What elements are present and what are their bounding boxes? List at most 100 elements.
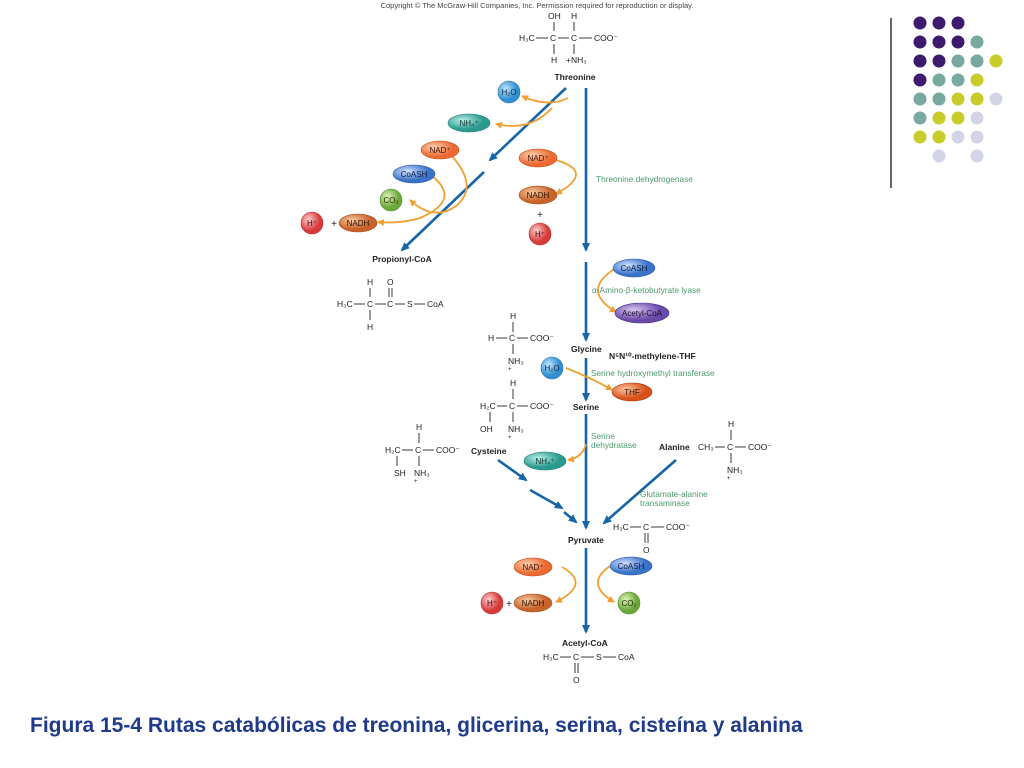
svg-text:O: O xyxy=(573,675,580,685)
pyruvate-structure: H₃C C COO⁻ O xyxy=(613,522,690,555)
svg-text:CoA: CoA xyxy=(427,299,444,309)
dot xyxy=(913,111,927,125)
nad-badge xyxy=(420,140,460,160)
dot xyxy=(970,92,984,106)
arrow-nad-loop xyxy=(409,153,468,214)
dot xyxy=(913,54,927,68)
svg-text:H₃C: H₃C xyxy=(519,33,535,43)
svg-text:C: C xyxy=(550,33,556,43)
svg-text:H: H xyxy=(367,322,373,332)
plus-sign-right: + xyxy=(537,210,543,221)
arrow-h2o-out xyxy=(521,95,569,104)
nadh-badge-right xyxy=(518,185,558,205)
enzyme-glutamate-alanine-line2: transaminase xyxy=(640,498,690,508)
coash-label-lyase: CoASH xyxy=(621,264,648,273)
hplus-label-bottom: H⁺ xyxy=(487,599,497,608)
svg-text:O: O xyxy=(387,277,394,287)
dot xyxy=(932,54,946,68)
svg-text:COO⁻: COO⁻ xyxy=(666,522,690,532)
dot xyxy=(932,92,946,106)
nh4-label-serine: NH₄⁺ xyxy=(535,457,554,466)
svg-text:H: H xyxy=(488,333,494,343)
dot xyxy=(932,130,946,144)
alanine-structure: H CH₃ C COO⁻ NH₃ + xyxy=(698,419,772,482)
nad-badge-bottom xyxy=(513,557,553,577)
glycine-structure: H H C COO⁻ NH₃ + xyxy=(488,311,554,373)
plus-sign: + xyxy=(331,219,337,230)
h2o-badge xyxy=(497,80,521,104)
copyright-text: Copyright © The McGraw-Hill Companies, I… xyxy=(381,1,694,10)
svg-text:H: H xyxy=(728,419,734,429)
thf-badge xyxy=(611,382,653,402)
co2-label: CO₂ xyxy=(383,196,398,205)
dot xyxy=(913,35,927,49)
svg-text:OH: OH xyxy=(548,11,561,21)
svg-text:C: C xyxy=(573,652,579,662)
enzyme-glutamate-alanine-line1: Glutamate-alanine xyxy=(640,489,708,499)
dot xyxy=(970,111,984,125)
enzyme-amino-ketobutyrate-lyase: α-Amino-β-ketobutyrate lyase xyxy=(592,285,701,295)
svg-text:H: H xyxy=(551,55,557,65)
threonine-structure: OH H H₃C C C COO⁻ H +NH₃ xyxy=(519,11,618,65)
dot xyxy=(970,130,984,144)
coash-badge-bottom xyxy=(609,556,653,576)
enzyme-serine-dehydratase-line1: Serine xyxy=(591,431,615,441)
svg-text:COO⁻: COO⁻ xyxy=(530,401,554,411)
arrow-cysteine-1 xyxy=(497,458,528,482)
arrow-h2o-thf xyxy=(565,367,613,391)
label-glycine: Glycine xyxy=(571,344,602,354)
arrow-cysteine-2 xyxy=(529,488,564,510)
svg-text:COO⁻: COO⁻ xyxy=(436,445,460,455)
svg-text:H₃C: H₃C xyxy=(543,652,559,662)
coash-label-bottom: CoASH xyxy=(618,562,645,571)
svg-text:C: C xyxy=(415,445,421,455)
nadh-label: NADH xyxy=(347,219,370,228)
decorative-dot-grid xyxy=(913,16,1003,163)
dot xyxy=(951,111,965,125)
hplus-badge xyxy=(300,211,324,235)
nad-label-bottom: NAD⁺ xyxy=(522,563,543,572)
dot xyxy=(970,54,984,68)
compound-labels: Threonine Propionyl-CoA Glycine N⁵N¹⁰-me… xyxy=(372,72,696,648)
propionyl-coa-structure: H O H₃C C C S CoA H xyxy=(337,277,444,332)
nh4-label: NH₄⁺ xyxy=(459,119,478,128)
arrow-cysteine-3 xyxy=(563,511,578,524)
coash-label: CoASH xyxy=(401,170,428,179)
dot xyxy=(951,130,965,144)
svg-text:H: H xyxy=(367,277,373,287)
dot xyxy=(932,111,946,125)
svg-text:C: C xyxy=(367,299,373,309)
cysteine-structure: H H₂C C COO⁻ SH NH₃ + xyxy=(385,422,460,485)
svg-text:H₂C: H₂C xyxy=(385,445,401,455)
nadh-label-right: NADH xyxy=(527,191,550,200)
svg-text:H: H xyxy=(510,311,516,321)
enzyme-serine-hydroxymethyl-transferase: Serine hydroxymethyl transferase xyxy=(591,368,715,378)
svg-text:C: C xyxy=(509,401,515,411)
dot xyxy=(970,35,984,49)
arrow-nh4-out xyxy=(495,107,553,129)
dot xyxy=(913,130,927,144)
svg-text:NH₃: NH₃ xyxy=(414,468,430,478)
figure-caption: Figura 15-4 Rutas catabólicas de treonin… xyxy=(30,714,803,737)
arrow-coash-co2 xyxy=(597,565,615,603)
svg-text:H₃C: H₃C xyxy=(337,299,353,309)
svg-text:NH₃: NH₃ xyxy=(508,424,524,434)
chemical-structures: OH H H₃C C C COO⁻ H +NH₃ H O H₃C C xyxy=(337,11,772,685)
acetyl-coa-badge-label: Acetyl-CoA xyxy=(622,309,663,318)
dot xyxy=(970,73,984,87)
svg-text:SH: SH xyxy=(394,468,406,478)
nadh-badge xyxy=(338,213,378,233)
hplus-badge-right xyxy=(528,222,552,246)
dot xyxy=(951,16,965,30)
coash-badge xyxy=(392,164,436,184)
nh4-badge xyxy=(447,113,491,133)
label-propionyl-coa: Propionyl-CoA xyxy=(372,254,432,264)
svg-text:C: C xyxy=(571,33,577,43)
dot xyxy=(913,92,927,106)
arrow-nad-nadh xyxy=(555,159,577,195)
arrow-coash-nadh xyxy=(377,175,446,227)
svg-text:H: H xyxy=(510,378,516,388)
coash-badge-lyase xyxy=(612,258,656,278)
svg-text:+NH₃: +NH₃ xyxy=(566,55,587,65)
